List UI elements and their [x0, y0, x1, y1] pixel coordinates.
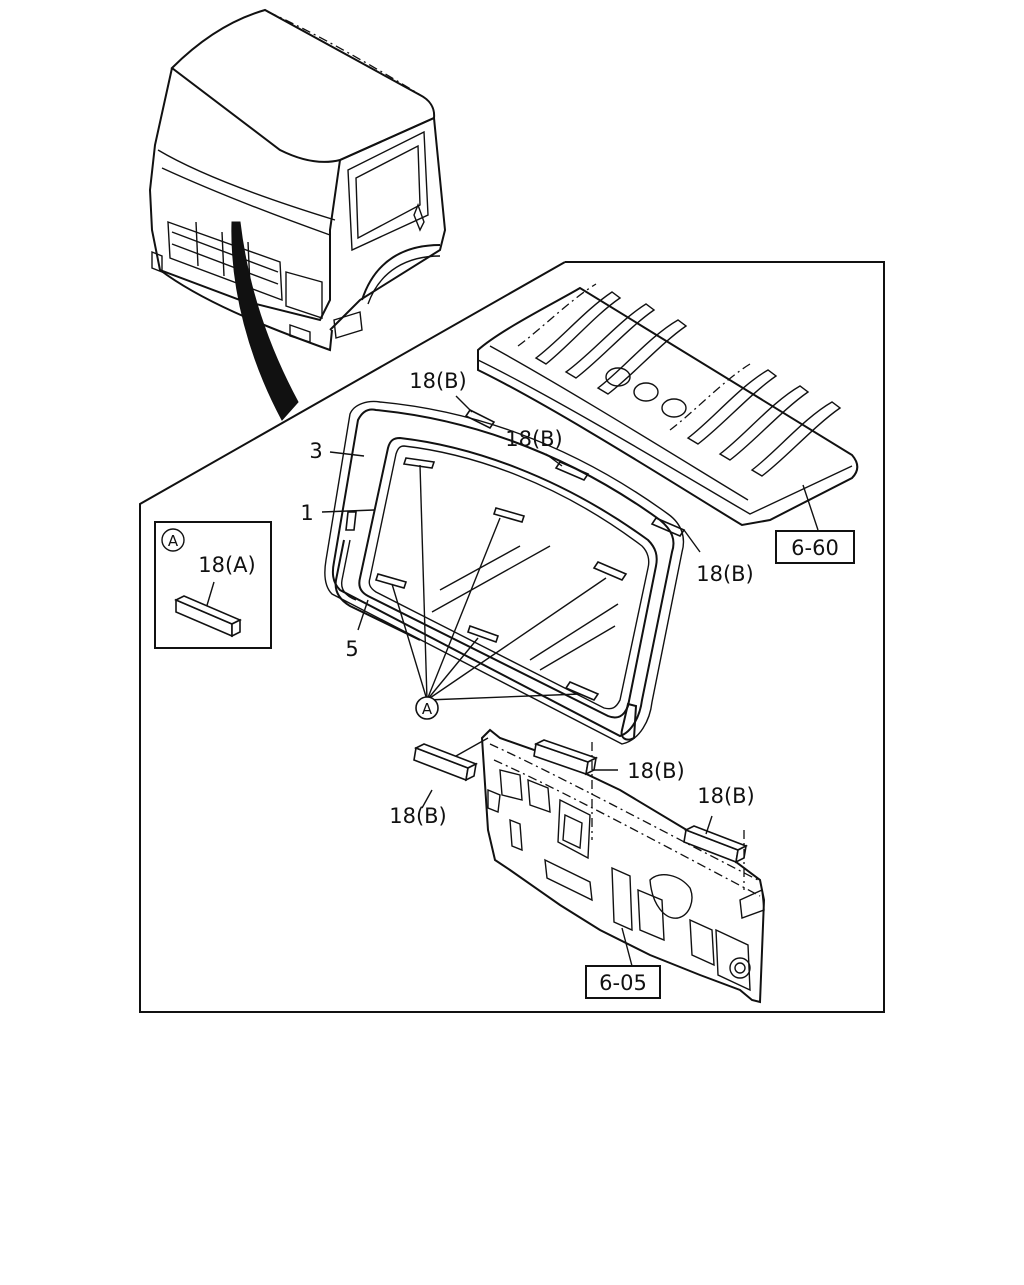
reference-box-dash: [585, 965, 661, 999]
roof-panel: [464, 283, 859, 553]
callout-18b-lower-right: 18(B): [697, 784, 755, 808]
windshield-glass-1: [358, 436, 658, 719]
detail-frame: [139, 261, 885, 1013]
inset-frame: [154, 521, 272, 649]
dash-panel: [413, 728, 766, 1004]
callout-part-3: 3: [309, 439, 322, 463]
callout-18b-right: 18(B): [696, 562, 754, 586]
callout-18b-lower-left: 18(B): [389, 804, 447, 828]
windshield-marker-letter: A: [422, 700, 433, 718]
callout-18b-lower-mid: 18(B): [627, 759, 685, 783]
callout-18b-top: 18(B): [409, 369, 467, 393]
seal-pad-18b-roof-1: [464, 408, 496, 430]
inset-part-label-18a: 18(A): [198, 553, 255, 577]
reference-dash-panel: 6-05: [599, 971, 647, 995]
windshield-marker-circle: [415, 696, 439, 720]
inset-marker-letter: A: [168, 532, 179, 550]
weatherstrip-outer-3: [331, 408, 675, 738]
callout-part-5: 5: [345, 637, 358, 661]
reference-box-roof: [775, 530, 855, 564]
detail-inset-a: A 18(A): [154, 521, 272, 649]
molding-5: [334, 539, 421, 641]
callout-18b-mid: 18(B): [505, 427, 563, 451]
truck-cab-illustration: [148, 8, 447, 421]
callout-part-1: 1: [300, 501, 313, 525]
inset-marker-circle: [161, 528, 185, 552]
reference-roof-panel: 6-60: [791, 536, 839, 560]
windshield-assembly: A: [324, 400, 685, 745]
